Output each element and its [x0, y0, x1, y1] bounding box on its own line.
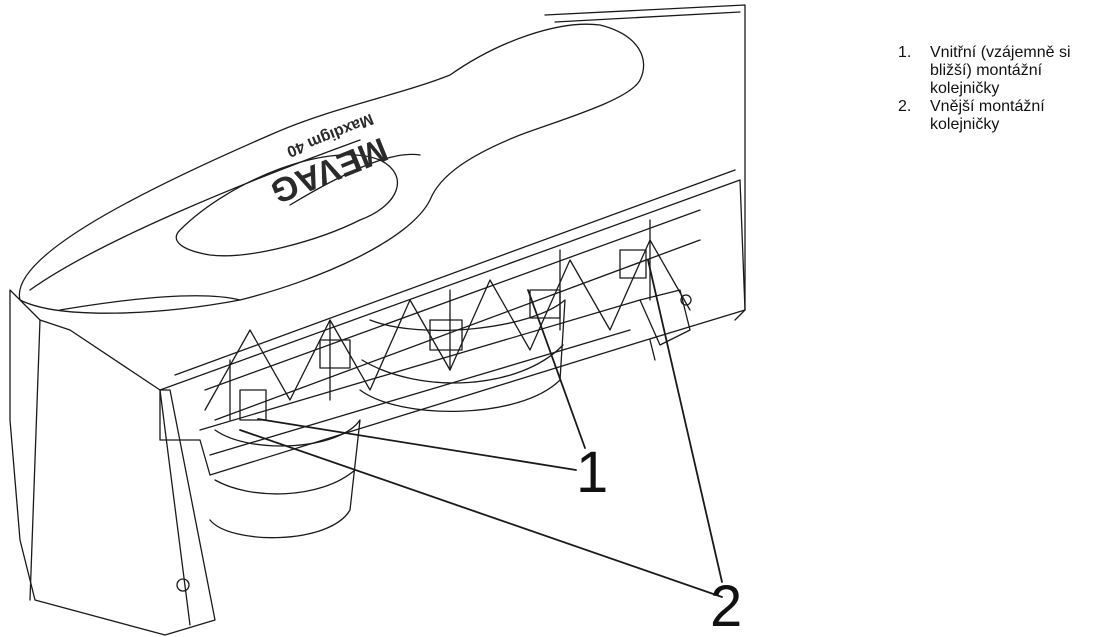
legend-item-text: Vnější montážní kolejničky — [930, 98, 1045, 133]
screw-hole — [176, 578, 190, 592]
rail-panel — [159, 179, 746, 476]
lid-step — [289, 153, 421, 206]
legend-item-number: 2. — [898, 98, 912, 115]
cylinder-left — [209, 419, 361, 539]
housing-top-edge — [544, 4, 746, 321]
legend-item-text: Vnitřní (vzájemně si bližší) montážní ko… — [930, 44, 1071, 97]
callout-1: 1 — [576, 440, 608, 505]
leader-line-2a — [239, 429, 723, 598]
leader-line-1a — [257, 418, 577, 471]
device-lid — [18, 23, 645, 314]
legend-item: 1. Vnitřní (vzájemně si bližší) montážní… — [898, 44, 1113, 98]
right-clip — [639, 289, 691, 361]
cylinder-right — [359, 299, 566, 412]
leader-line-2b — [647, 259, 723, 583]
housing-top-edge-inner — [554, 11, 741, 23]
leader-line-1b — [527, 289, 586, 449]
device-lid-rim — [29, 139, 361, 311]
housing-left-front — [9, 289, 216, 636]
rail-panel-top — [174, 169, 736, 376]
cylinder-right-band — [361, 344, 564, 384]
rail-panel-lower — [199, 299, 641, 456]
leader-lines — [239, 259, 723, 598]
legend-item-number: 1. — [898, 44, 912, 61]
device-illustration: MEVAG Maxdigm 40 1 2 — [9, 4, 746, 637]
legend-item: 2. Vnější montážní kolejničky — [898, 98, 1113, 134]
rail-truss — [204, 209, 701, 421]
screw-hole-right — [680, 294, 692, 306]
lid-recess — [175, 154, 398, 257]
lid-marking: MEVAG Maxdigm 40 — [265, 110, 392, 211]
cylinder-left-band — [214, 469, 356, 495]
callout-2: 2 — [710, 574, 742, 637]
device-drawing: MEVAG Maxdigm 40 1 2 — [9, 4, 746, 637]
housing-left-inner — [29, 319, 191, 626]
legend-list: 1. Vnitřní (vzájemně si bližší) montážní… — [898, 44, 1113, 134]
